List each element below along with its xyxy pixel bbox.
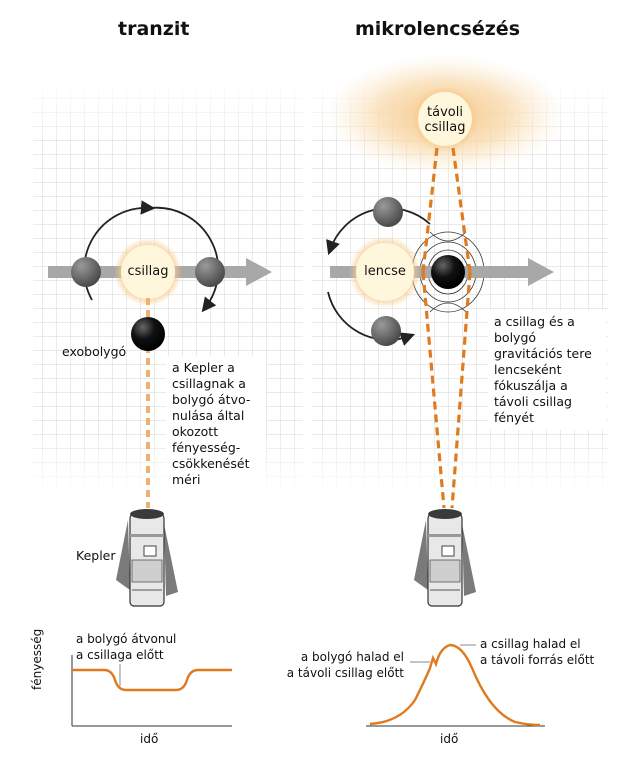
right-planet-ghost-top [373, 197, 403, 227]
right-chart-xlabel: idő [440, 732, 459, 746]
kepler-label: Kepler [76, 548, 116, 563]
right-planet-ghost-bottom [371, 316, 401, 346]
left-planet-ghost-1 [71, 257, 101, 287]
kepler-telescope-right [414, 509, 476, 607]
right-info-box: a csillag és a bolygó gravitációs tere l… [488, 310, 606, 430]
left-planet-ghost-2 [195, 257, 225, 287]
left-star-label: csillag [127, 264, 169, 279]
right-chart-annotation-left: a bolygó halad el a távoli csillag előtt [286, 650, 404, 680]
right-chart-annotation-right: a csillag halad el a távoli forrás előtt [480, 637, 595, 667]
source-star [418, 92, 472, 146]
lensed-light-paths [421, 147, 472, 509]
right-light-curve-chart [366, 643, 545, 727]
lens-star-label: lencse [364, 264, 406, 279]
left-light-curve-chart [71, 655, 232, 727]
left-chart-annotation: a bolygó átvonul a csillaga előtt [76, 632, 177, 662]
exoplanet [131, 317, 165, 351]
left-light-curve [72, 668, 232, 692]
exoplanet-label: exobolygó [62, 344, 127, 359]
lensing-planet [431, 255, 465, 289]
left-chart-ylabel: fényesség [30, 628, 44, 690]
left-info-box: a Kepler a csillagnak a bolygó átvo- nul… [166, 356, 266, 492]
left-chart-xlabel: idő [140, 732, 159, 746]
transit-title: tranzit [118, 18, 190, 40]
right-light-curve [369, 643, 541, 727]
left-star [121, 245, 175, 299]
source-star-label: távoli csillag [424, 105, 466, 135]
microlensing-title: mikrolencsézés [355, 18, 521, 40]
lens-star [356, 243, 414, 301]
kepler-telescope-left [116, 509, 178, 607]
